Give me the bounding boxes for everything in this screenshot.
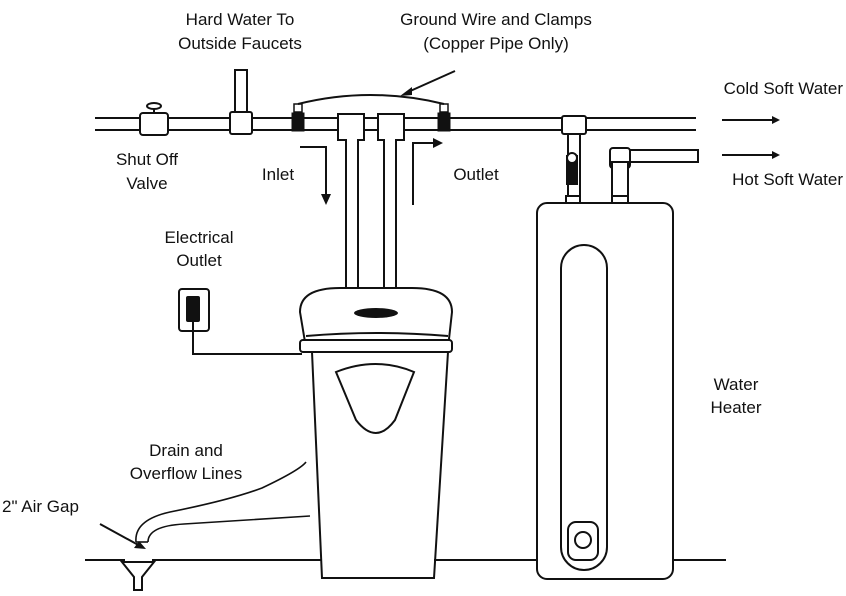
- water-heater: [536, 202, 674, 580]
- outlet-arrow: [412, 138, 443, 205]
- outlet-label: Outlet: [453, 165, 499, 184]
- electrical-outlet: [178, 288, 302, 355]
- ground-clamp-right: [437, 103, 451, 132]
- cold-soft-water-arrow: [722, 116, 780, 124]
- hot-soft-water-arrow: [722, 151, 780, 159]
- electrical-outlet-label-line1: Electrical: [165, 228, 234, 247]
- air-gap-label: 2" Air Gap: [2, 497, 79, 516]
- outside-faucet-branch-pipe: [229, 69, 253, 135]
- water-softener: [298, 287, 454, 579]
- shut-off-valve-label-line2: Valve: [126, 174, 167, 193]
- electrical-outlet-label-line2: Outlet: [176, 251, 222, 270]
- softener-bypass-pipes: [337, 113, 405, 293]
- drain-overflow-lines: [135, 461, 311, 543]
- power-cord: [192, 322, 302, 355]
- inlet-arrow: [300, 146, 331, 205]
- ground-wire-pointer-arrow: [400, 70, 456, 96]
- ground-wire-label-line1: Ground Wire and Clamps: [400, 10, 592, 29]
- inlet-label: Inlet: [262, 165, 294, 184]
- plug: [186, 296, 200, 322]
- ground-clamp-left: [291, 103, 305, 132]
- water-heater-label-line1: Water: [714, 375, 759, 394]
- softener-logo-badge: [354, 308, 398, 318]
- cold-soft-water-label: Cold Soft Water: [724, 79, 844, 98]
- hard-water-label-line1: Hard Water To: [186, 10, 295, 29]
- hot-water-outlet-pipe: [609, 147, 699, 205]
- hot-soft-water-label: Hot Soft Water: [732, 170, 843, 189]
- shut-off-valve-label-line1: Shut Off: [116, 150, 178, 169]
- shut-off-valve: [139, 102, 169, 136]
- floor-drain-funnel: [119, 561, 157, 591]
- drain-label-line1: Drain and: [149, 441, 223, 460]
- ground-wire-label-line2: (Copper Pipe Only): [423, 34, 569, 53]
- heater-supply-fittings: [561, 115, 587, 205]
- drain-label-line2: Overflow Lines: [130, 464, 242, 483]
- hard-water-label-line2: Outside Faucets: [178, 34, 302, 53]
- air-gap-pointer-arrow: [99, 523, 146, 549]
- water-heater-label-line2: Heater: [710, 398, 761, 417]
- ground-wire: [297, 94, 445, 105]
- softener-front-panel: [334, 363, 416, 434]
